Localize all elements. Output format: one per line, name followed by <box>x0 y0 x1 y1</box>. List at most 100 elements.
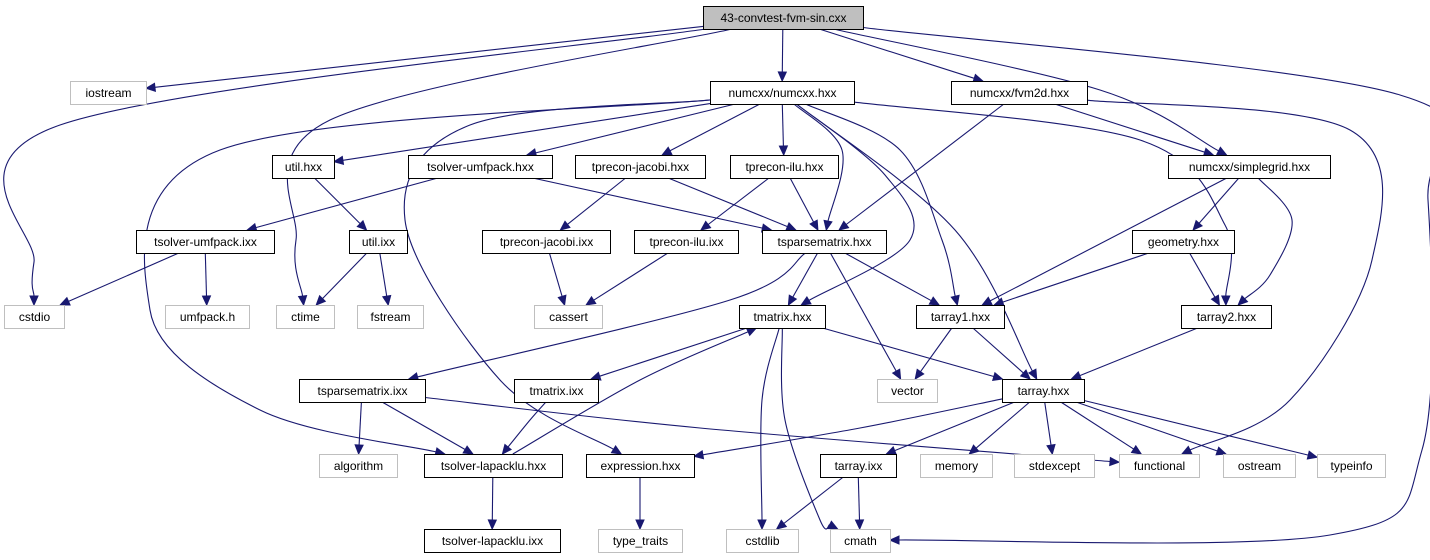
node-tsparse-ixx[interactable]: tsparsematrix.ixx <box>299 379 426 403</box>
edge-line <box>342 103 711 161</box>
edge-arrowhead <box>1070 371 1083 380</box>
edge-tsparse_hxx-to-tsparse_ixx <box>407 252 806 382</box>
edge-arrowhead <box>356 219 368 231</box>
edge-line <box>1244 177 1293 300</box>
edge-tprecon_ilu_ixx-to-cassert <box>585 252 669 306</box>
node-cassert: cassert <box>534 305 603 329</box>
edge-tprecon_ilu_hxx-to-tprecon_ilu_ixx <box>700 177 770 231</box>
node-geometry[interactable]: geometry.hxx <box>1132 230 1235 254</box>
node-box <box>920 454 993 478</box>
node-box <box>730 155 839 179</box>
edge-tprecon_jac_hxx-to-tsparse_hxx <box>667 177 797 231</box>
edge-line <box>68 252 180 302</box>
edge-line <box>1083 399 1309 456</box>
edge-simplegrid-to-tarray2 <box>1237 177 1293 306</box>
edge-line <box>154 25 704 88</box>
edge-line <box>417 252 806 378</box>
node-label: tsparsematrix.ixx <box>317 384 407 398</box>
edge-arrowhead <box>826 520 839 530</box>
edge-arrowhead <box>1130 444 1143 455</box>
node-simplegrid[interactable]: numcxx/simplegrid.hxx <box>1168 155 1331 179</box>
edge-line <box>424 396 1111 463</box>
edge-line <box>781 28 784 73</box>
edge-line <box>972 327 1024 374</box>
node-tprecon-ilu-hxx[interactable]: tprecon-ilu.hxx <box>730 155 839 179</box>
edge-arrowhead <box>354 444 364 456</box>
node-box <box>165 305 250 329</box>
node-box <box>299 379 426 403</box>
node-tsolver-lap-hxx[interactable]: tsolver-lapacklu.hxx <box>424 454 563 478</box>
node-label: ostream <box>1238 459 1281 473</box>
edge-arrowhead <box>809 219 819 232</box>
edge-root-to-cstdio <box>3 28 706 307</box>
edge-line <box>358 401 362 446</box>
node-box <box>1317 454 1386 478</box>
edge-tsparse_ixx-to-algorithm <box>354 401 364 456</box>
edge-tmatrix_ixx-to-tsolver_lap_hxx <box>501 401 547 455</box>
edge-line <box>599 327 748 377</box>
edge-arrowhead <box>800 295 812 306</box>
edge-tsparse_hxx-to-vector <box>829 252 902 381</box>
node-tarray-ixx[interactable]: tarray.ixx <box>820 454 897 478</box>
node-tsolver-umf-ixx[interactable]: tsolver-umfpack.ixx <box>136 230 275 254</box>
node-expression[interactable]: expression.hxx <box>586 454 695 478</box>
node-root[interactable]: 43-convtest-fvm-sin.cxx <box>703 6 864 30</box>
edge-line <box>512 331 749 455</box>
node-label: tsolver-umfpack.ixx <box>154 235 257 249</box>
edge-tarray1-to-vector <box>914 327 953 381</box>
edge-numcxx_hxx-to-tsolver_umf_hxx <box>525 103 736 158</box>
node-tarray1[interactable]: tarray1.hxx <box>916 305 1005 329</box>
node-label: tsolver-umfpack.hxx <box>427 160 534 174</box>
node-box <box>424 529 561 553</box>
node-tarray-hxx[interactable]: tarray.hxx <box>1002 379 1085 403</box>
node-box <box>1002 379 1085 403</box>
node-box <box>877 379 938 403</box>
edge-tmatrix_hxx-to-cstdlib <box>757 327 780 531</box>
node-cmath: cmath <box>830 529 891 553</box>
node-fvm2d[interactable]: numcxx/fvm2d.hxx <box>951 81 1088 105</box>
node-tprecon-jac-hxx[interactable]: tprecon-jacobi.hxx <box>575 155 706 179</box>
edge-line <box>535 103 736 154</box>
edge-line <box>379 252 388 297</box>
node-tsolver-lap-ixx[interactable]: tsolver-lapacklu.ixx <box>424 529 561 553</box>
node-tsparse-hxx[interactable]: tsparsematrix.hxx <box>762 230 887 254</box>
edge-numcxx_hxx-to-tmatrix_hxx <box>796 103 915 306</box>
edge-root-to-iostream <box>144 25 704 93</box>
node-box <box>408 155 553 179</box>
edge-line <box>862 26 1430 544</box>
edge-line <box>707 177 770 225</box>
edge-line <box>781 103 784 147</box>
node-util-ixx[interactable]: util.ixx <box>349 230 408 254</box>
node-box <box>1223 454 1296 478</box>
edge-simplegrid-to-geometry <box>1192 177 1240 231</box>
node-tarray2[interactable]: tarray2.hxx <box>1181 305 1272 329</box>
node-box <box>272 155 335 179</box>
edge-tsparse_ixx-to-tsolver_lap_hxx <box>381 401 474 455</box>
node-tmatrix-ixx[interactable]: tmatrix.ixx <box>514 379 599 403</box>
node-tmatrix-hxx[interactable]: tmatrix.hxx <box>739 305 826 329</box>
edge-fvm2d-to-simplegrid <box>1054 103 1215 157</box>
node-label: numcxx/fvm2d.hxx <box>970 86 1069 100</box>
node-box <box>70 81 147 105</box>
node-tprecon-jac-ixx[interactable]: tprecon-jacobi.ixx <box>482 230 611 254</box>
edge-line <box>1086 99 1384 451</box>
edge-line <box>894 401 1015 452</box>
edge-line <box>669 103 761 152</box>
edge-line <box>1002 252 1149 303</box>
node-numcxx-hxx[interactable]: numcxx/numcxx.hxx <box>710 81 855 105</box>
edge-tsolver_umf_hxx-to-tsolver_umf_ixx <box>246 177 438 233</box>
node-label: functional <box>1134 459 1185 473</box>
edge-arrowhead <box>610 444 623 455</box>
edge-line <box>853 101 1233 297</box>
edge-arrowhead <box>1237 294 1249 306</box>
edge-arrowhead <box>144 82 156 93</box>
node-box <box>762 230 887 254</box>
node-tsolver-umf-hxx[interactable]: tsolver-umfpack.hxx <box>408 155 553 179</box>
node-util-hxx[interactable]: util.hxx <box>272 155 335 179</box>
edge-line <box>760 327 780 521</box>
edge-tmatrix_hxx-to-tmatrix_ixx <box>589 327 748 381</box>
node-umfpack: umfpack.h <box>165 305 250 329</box>
node-tprecon-ilu-ixx[interactable]: tprecon-ilu.ixx <box>634 230 739 254</box>
edge-tsolver_umf_ixx-to-umfpack <box>201 252 212 307</box>
edge-line <box>667 177 788 228</box>
